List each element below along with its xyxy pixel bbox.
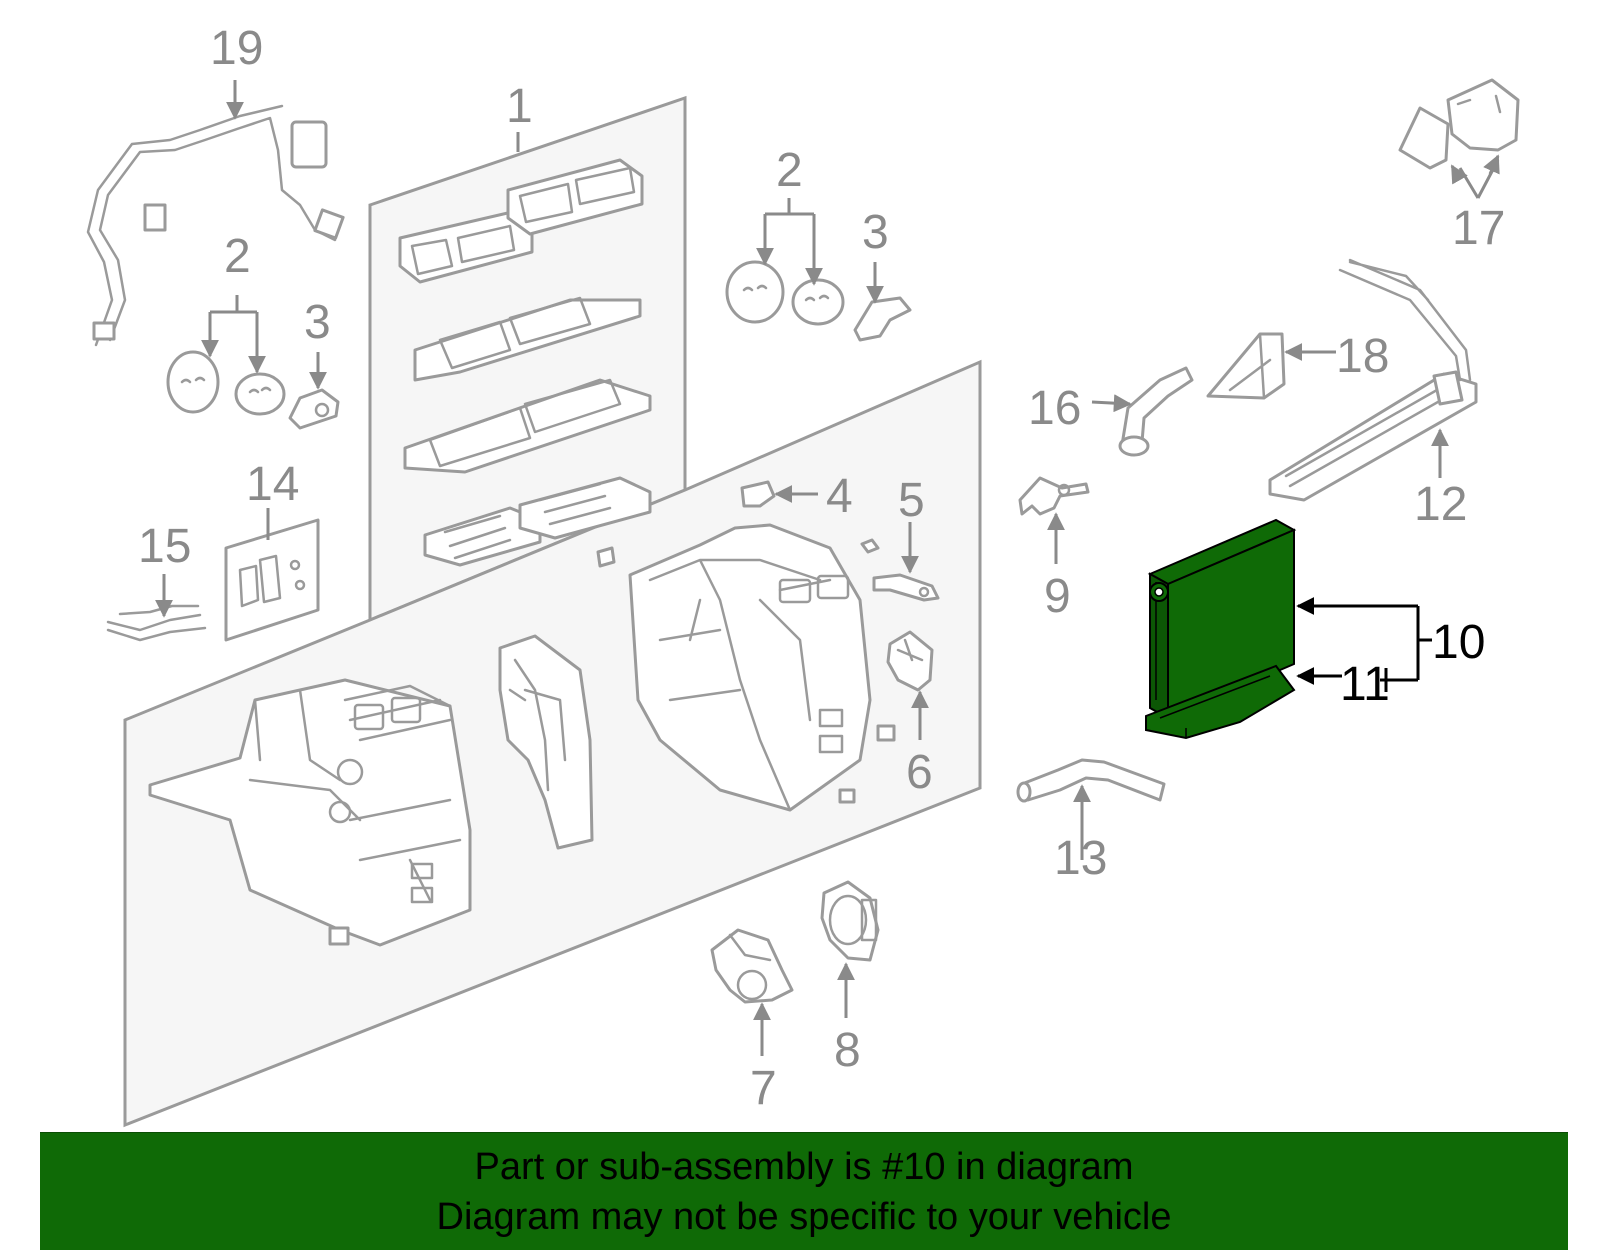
banner-line-disclaimer: Diagram may not be specific to your vehi… xyxy=(436,1195,1172,1238)
callout-18: 18 xyxy=(1336,330,1389,383)
part-1-hvac-case-left[interactable] xyxy=(148,678,472,947)
callout-5: 5 xyxy=(898,474,925,527)
part-16-hose[interactable] xyxy=(1118,366,1194,457)
callout-7: 7 xyxy=(750,1062,777,1115)
callout-4: 4 xyxy=(826,470,853,523)
part-11-drain-pan[interactable] xyxy=(1145,664,1296,740)
callout-2-right: 2 xyxy=(776,144,803,197)
banner-line-part: Part or sub-assembly is #10 in diagram xyxy=(474,1145,1134,1188)
part-9-sensor[interactable] xyxy=(1018,476,1090,516)
leader-lines xyxy=(155,80,1500,1056)
part-1-hvac-case-right[interactable] xyxy=(628,523,896,812)
callout-3-left: 3 xyxy=(304,296,331,349)
part-8-blower-motor[interactable] xyxy=(820,880,880,962)
info-banner: Part or sub-assembly is #10 in diagram D… xyxy=(40,1132,1568,1250)
part-4-clip[interactable] xyxy=(740,480,776,508)
part-13-hose[interactable] xyxy=(1016,758,1166,803)
callout-6: 6 xyxy=(906,746,933,799)
callout-14: 14 xyxy=(246,458,299,511)
part-1-center-duct[interactable] xyxy=(498,634,594,850)
leader-lines-highlight xyxy=(1296,597,1432,692)
part-18-duct[interactable] xyxy=(1206,332,1286,400)
part-2-left-grommets[interactable] xyxy=(166,350,286,416)
part-3-left-clip[interactable] xyxy=(288,388,340,430)
callout-11: 11 xyxy=(1340,658,1390,711)
callout-17: 17 xyxy=(1452,202,1505,255)
part-19-wire-harness[interactable] xyxy=(86,104,345,347)
part-7-actuator[interactable] xyxy=(710,928,794,1004)
part-2-right-grommets[interactable] xyxy=(725,260,845,326)
part-17-seal[interactable] xyxy=(1398,78,1520,170)
part-6-actuator[interactable] xyxy=(886,630,934,692)
callout-15: 15 xyxy=(138,520,191,573)
callout-9: 9 xyxy=(1044,570,1071,623)
callout-numbers: 19 1 2 3 2 3 14 15 4 5 6 7 8 9 13 16 18 … xyxy=(138,22,1505,1115)
callout-2-left: 2 xyxy=(224,230,251,283)
callout-8: 8 xyxy=(834,1024,861,1077)
callout-16: 16 xyxy=(1028,382,1081,435)
part-5-link[interactable] xyxy=(860,538,940,602)
callout-13: 13 xyxy=(1054,832,1107,885)
part-12-heater-core[interactable] xyxy=(1268,258,1478,502)
callout-1: 1 xyxy=(506,80,533,133)
part-1-doors[interactable] xyxy=(398,158,652,568)
part-15-duct-connector[interactable] xyxy=(106,604,207,642)
part-3-right-clip[interactable] xyxy=(853,296,912,342)
callout-3-right: 3 xyxy=(862,206,889,259)
callout-12: 12 xyxy=(1414,478,1467,531)
callout-19: 19 xyxy=(210,22,263,75)
callout-10: 10 xyxy=(1432,616,1485,669)
part-14-bracket[interactable] xyxy=(224,518,320,642)
